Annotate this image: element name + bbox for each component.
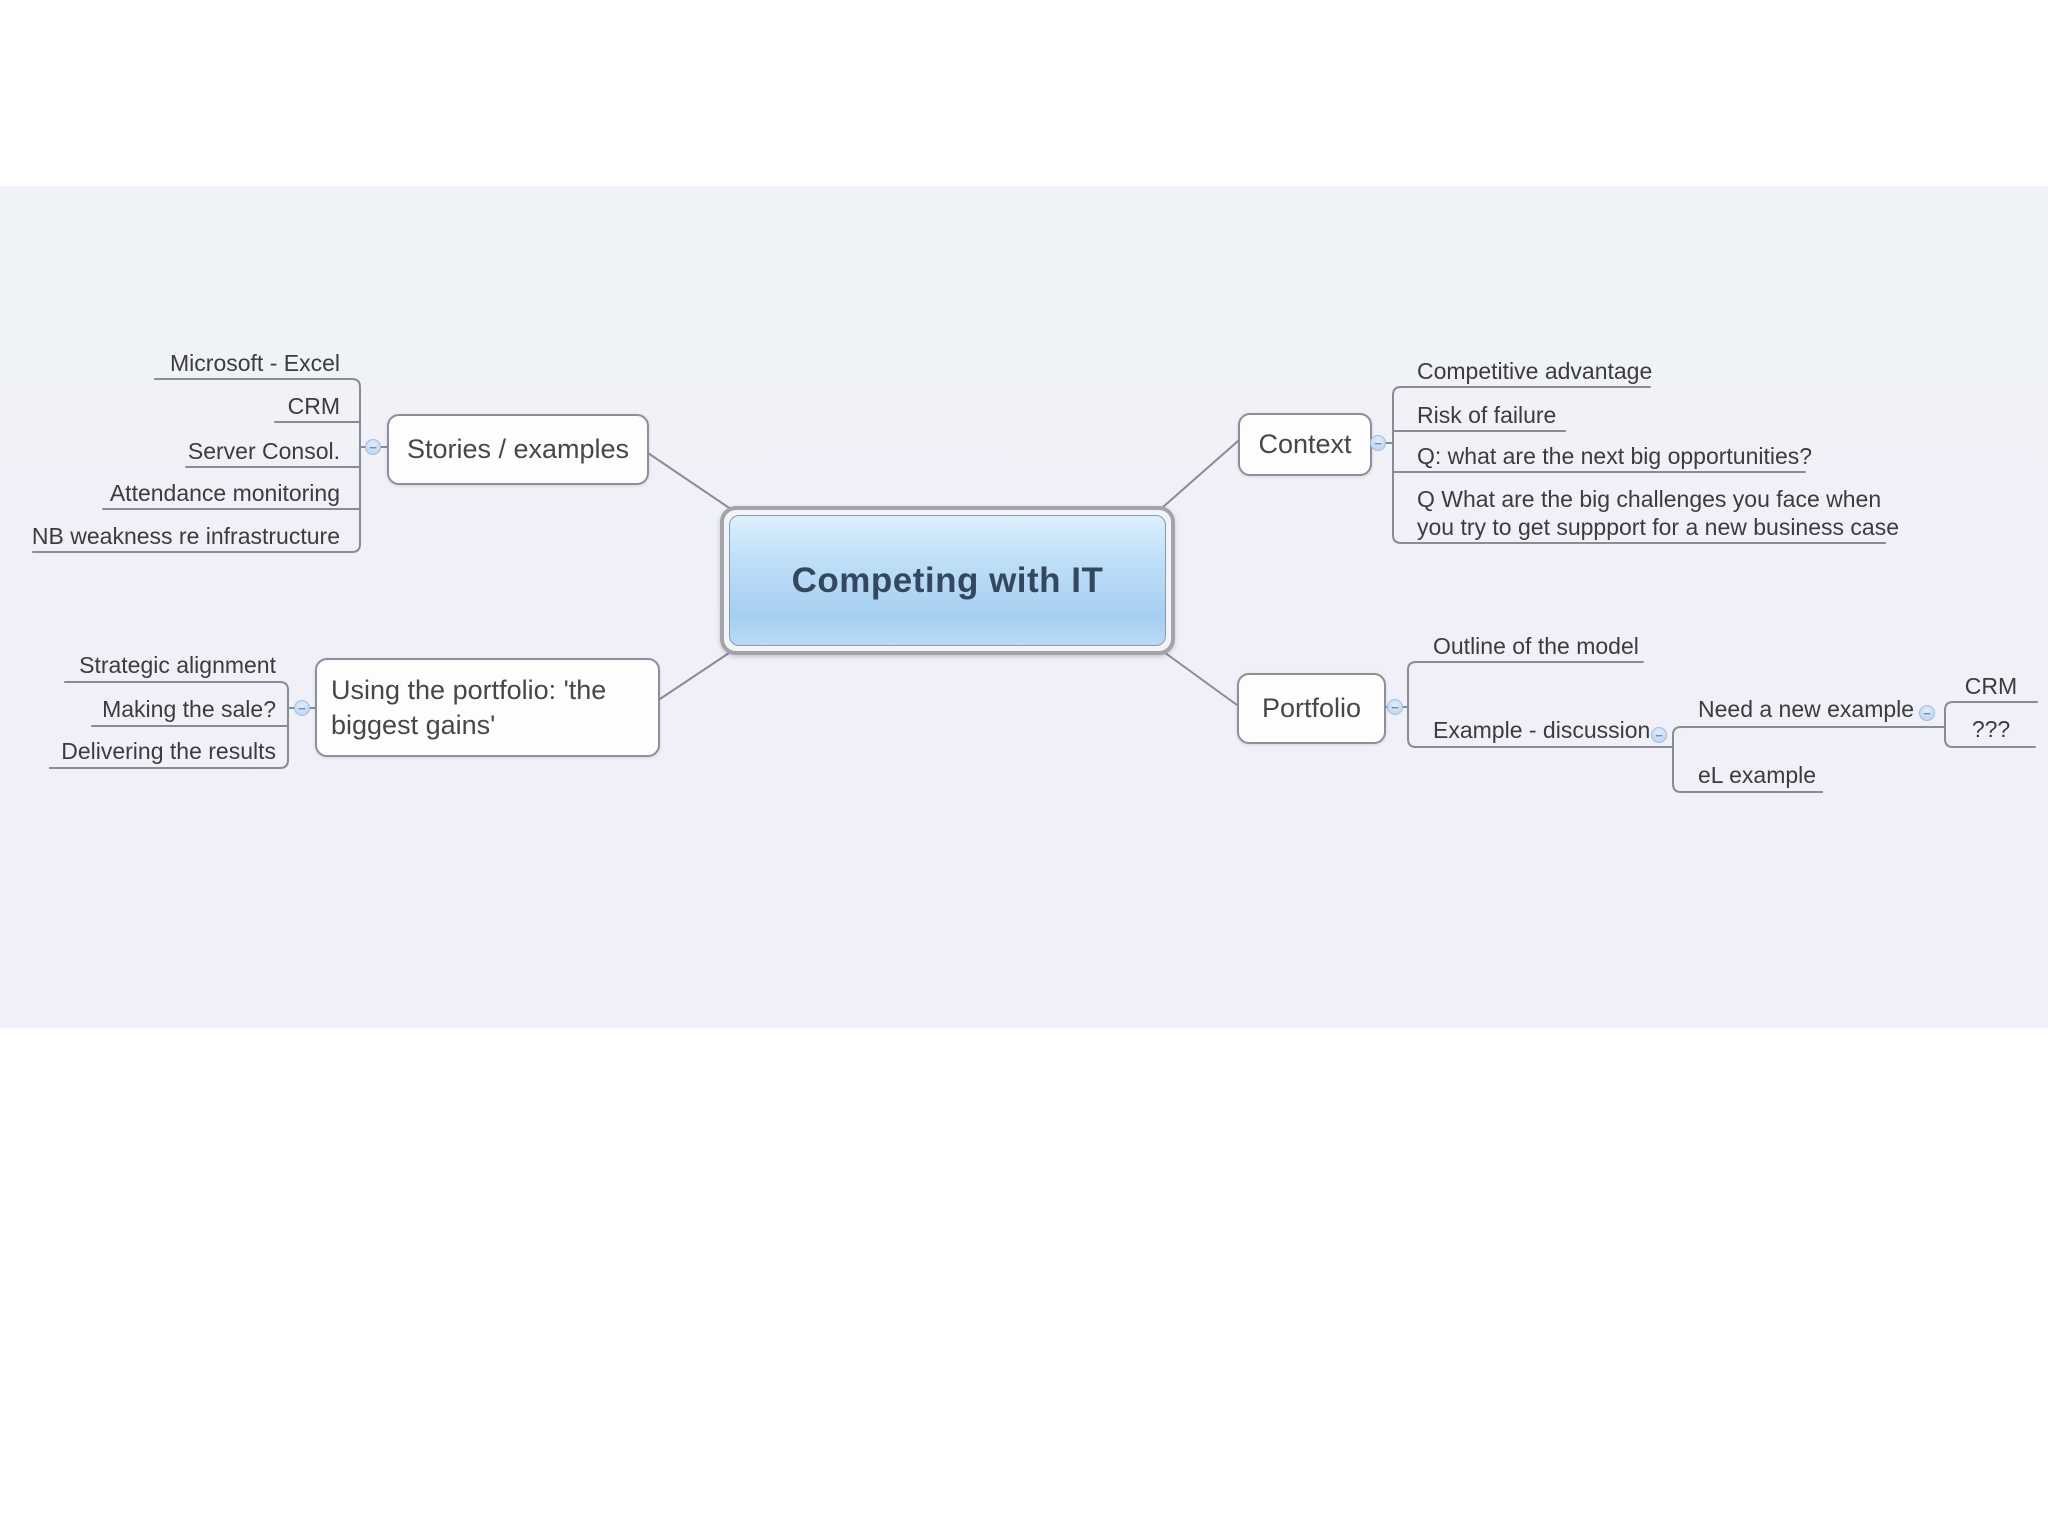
collapse-toggle-stories[interactable]: − xyxy=(365,439,381,455)
minus-icon: − xyxy=(1374,435,1382,451)
subtopic-outline-of-model[interactable]: Outline of the model xyxy=(1433,633,1639,659)
collapse-toggle-need-example[interactable]: − xyxy=(1919,705,1935,721)
topic-using-portfolio-label: Using the portfolio: 'the biggest gains' xyxy=(331,674,607,740)
subtopic-nb-weakness[interactable]: NB weakness re infrastructure xyxy=(31,523,340,549)
subtopic-risk-of-failure[interactable]: Risk of failure xyxy=(1417,402,1557,428)
minus-icon: − xyxy=(1391,699,1399,715)
minus-icon: − xyxy=(298,700,306,716)
topic-portfolio-label: Portfolio xyxy=(1261,693,1362,723)
topic-context-label: Context xyxy=(1258,429,1352,459)
subtopic-example-discussion[interactable]: Example - discussion xyxy=(1433,717,1651,743)
collapse-toggle-using-portfolio[interactable]: − xyxy=(294,700,310,716)
subtopic-microsoft-excel[interactable]: Microsoft - Excel xyxy=(170,350,340,376)
subtopic-strategic-alignment[interactable]: Strategic alignment xyxy=(79,652,276,678)
subtopic-making-the-sale[interactable]: Making the sale? xyxy=(102,696,276,722)
subtopic-need-new-example[interactable]: Need a new example xyxy=(1698,696,1915,722)
topic-stories[interactable]: Stories / examples xyxy=(387,414,649,485)
topic-context[interactable]: Context xyxy=(1238,413,1372,476)
subtopic-server-consol[interactable]: Server Consol. xyxy=(187,438,340,464)
central-topic-inner: Competing with IT xyxy=(729,515,1166,646)
bracket-need-example xyxy=(1936,701,2038,748)
collapse-toggle-example-discussion[interactable]: − xyxy=(1651,727,1667,743)
minus-icon: − xyxy=(1655,727,1663,743)
minus-icon: − xyxy=(369,439,377,455)
subtopic-q-challenges[interactable]: Q What are the big challenges you face w… xyxy=(1417,486,1899,540)
bracket-example-discussion xyxy=(1666,726,1938,793)
mindmap-canvas: Competing with IT Stories / examples Con… xyxy=(0,186,2048,1028)
subtopic-crm[interactable]: CRM xyxy=(287,393,340,419)
subtopic-q-opportunities[interactable]: Q: what are the next big opportunities? xyxy=(1417,443,1813,469)
topic-portfolio[interactable]: Portfolio xyxy=(1237,673,1386,744)
subtopic-delivering-results[interactable]: Delivering the results xyxy=(61,738,276,764)
topic-stories-label: Stories / examples xyxy=(406,434,630,464)
subtopic-unknown[interactable]: ??? xyxy=(1971,716,2011,742)
subtopic-competitive-advantage[interactable]: Competitive advantage xyxy=(1417,358,1653,384)
subtopic-crm-2[interactable]: CRM xyxy=(1964,673,2018,699)
subtopic-attendance-monitoring[interactable]: Attendance monitoring xyxy=(109,480,340,506)
minus-icon: − xyxy=(1923,705,1931,721)
topic-using-portfolio[interactable]: Using the portfolio: 'the biggest gains' xyxy=(315,658,660,757)
bracket-portfolio xyxy=(1407,661,1668,748)
collapse-toggle-portfolio[interactable]: − xyxy=(1387,699,1403,715)
collapse-toggle-context[interactable]: − xyxy=(1370,435,1386,451)
subtopic-el-example[interactable]: eL example xyxy=(1698,762,1817,788)
bracket-stories xyxy=(32,378,361,553)
central-topic-label: Competing with IT xyxy=(791,560,1104,600)
bracket-context xyxy=(1392,386,1886,544)
central-topic[interactable]: Competing with IT xyxy=(720,506,1175,655)
